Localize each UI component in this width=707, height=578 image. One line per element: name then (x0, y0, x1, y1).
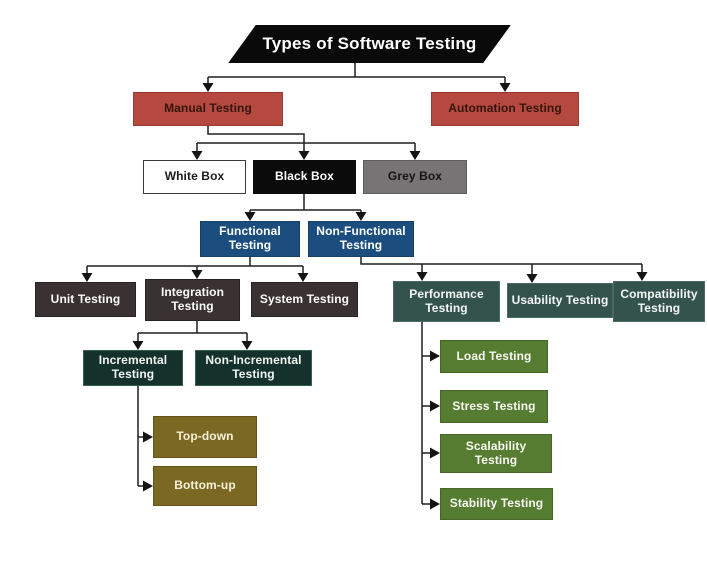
node-manual-testing: Manual Testing (133, 92, 283, 126)
node-compatibility-testing: Compatibility Testing (613, 281, 705, 322)
node-unit-testing: Unit Testing (35, 282, 136, 317)
node-functional-testing: Functional Testing (200, 221, 300, 257)
node-white-box: White Box (143, 160, 246, 194)
node-performance-testing: Performance Testing (393, 281, 500, 322)
node-automation-testing: Automation Testing (431, 92, 579, 126)
diagram-title: Types of Software Testing (228, 25, 511, 63)
node-grey-box: Grey Box (363, 160, 467, 194)
node-stress-testing: Stress Testing (440, 390, 548, 423)
node-bottom-up: Bottom-up (153, 466, 257, 506)
node-load-testing: Load Testing (440, 340, 548, 373)
node-system-testing: System Testing (251, 282, 358, 317)
node-integration-testing: Integration Testing (145, 279, 240, 321)
node-non-functional-testing: Non-Functional Testing (308, 221, 414, 257)
node-incremental-testing: Incremental Testing (83, 350, 183, 386)
node-top-down: Top-down (153, 416, 257, 458)
node-stability-testing: Stability Testing (440, 488, 553, 520)
node-black-box: Black Box (253, 160, 356, 194)
node-usability-testing: Usability Testing (507, 283, 613, 318)
diagram-title-label: Types of Software Testing (262, 34, 477, 53)
node-non-incremental-testing: Non-Incremental Testing (195, 350, 312, 386)
node-scalability-testing: Scalability Testing (440, 434, 552, 473)
